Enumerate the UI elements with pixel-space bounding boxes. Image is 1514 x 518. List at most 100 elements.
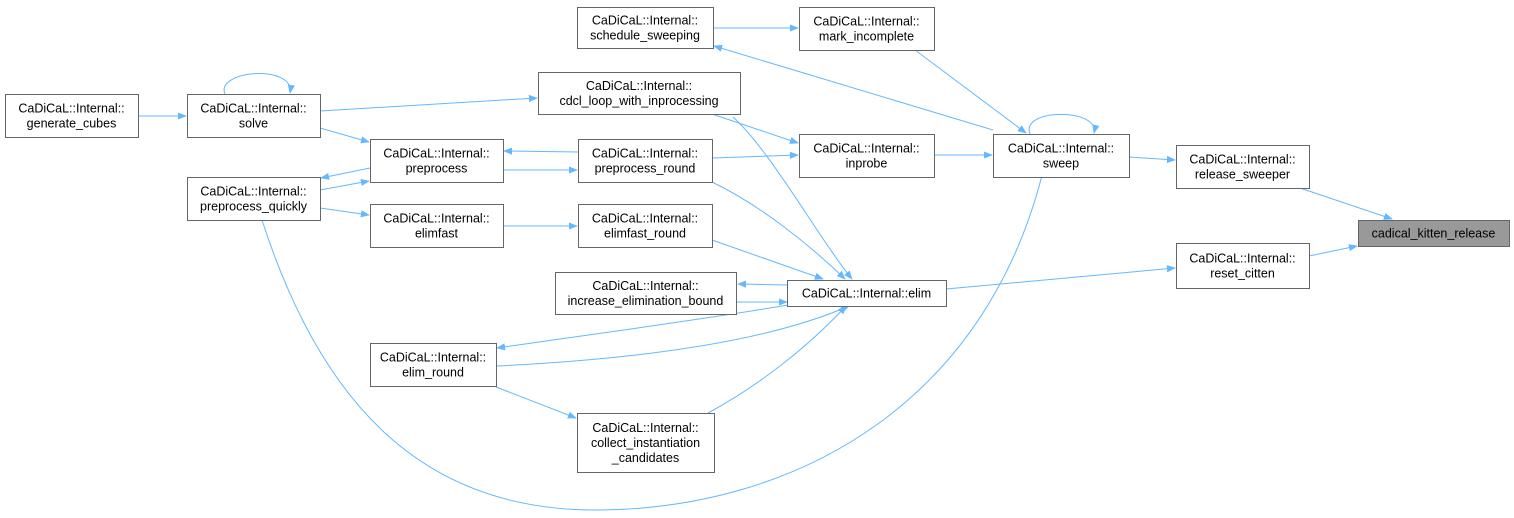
node-label: generate_cubes bbox=[27, 117, 117, 131]
node-label: preprocess_quickly bbox=[200, 200, 308, 214]
edge bbox=[1299, 187, 1393, 220]
node-box bbox=[993, 134, 1130, 178]
node-box bbox=[799, 7, 935, 51]
node-cadical-kitten-release[interactable]: cadical_kitten_release bbox=[1358, 220, 1510, 247]
node-label: cadical_kitten_release bbox=[1372, 227, 1496, 241]
edge bbox=[319, 207, 370, 218]
node-label: elimfast bbox=[415, 227, 459, 241]
edge bbox=[1308, 244, 1358, 257]
node-reset-citten[interactable]: CaDiCaL::Internal::reset_citten bbox=[1176, 243, 1310, 289]
edge bbox=[914, 49, 1027, 134]
node-label: CaDiCaL::Internal:: bbox=[200, 185, 306, 199]
edge bbox=[945, 265, 1176, 290]
node-box bbox=[1358, 220, 1510, 247]
node-box bbox=[578, 204, 713, 248]
node-label: elimfast_round bbox=[604, 227, 686, 241]
node-label: collect_instantiation bbox=[591, 436, 700, 450]
node-elim[interactable]: CaDiCaL::Internal::elim bbox=[787, 280, 947, 307]
node-box bbox=[577, 413, 715, 473]
node-box bbox=[1176, 243, 1310, 289]
node-label: reset_citten bbox=[1210, 267, 1275, 281]
node-release-sweeper[interactable]: CaDiCaL::Internal::release_sweeper bbox=[1176, 145, 1310, 189]
edge bbox=[319, 127, 370, 144]
node-label: preprocess_round bbox=[595, 162, 696, 176]
node-label: CaDiCaL::Internal:: bbox=[200, 102, 306, 116]
node-cdcl-loop[interactable]: CaDiCaL::Internal::cdcl_loop_with_inproc… bbox=[538, 72, 741, 115]
node-label: CaDiCaL::Internal::elim bbox=[802, 287, 931, 301]
node-box bbox=[577, 7, 714, 49]
edge bbox=[503, 147, 579, 155]
edge bbox=[496, 304, 789, 351]
node-label: release_sweeper bbox=[1195, 168, 1290, 182]
node-label: CaDiCaL::Internal:: bbox=[592, 421, 698, 435]
node-label: CaDiCaL::Internal:: bbox=[383, 212, 489, 226]
edge bbox=[711, 181, 846, 280]
node-label: CaDiCaL::Internal:: bbox=[592, 147, 698, 161]
edge bbox=[1028, 113, 1100, 135]
node-label: CaDiCaL::Internal:: bbox=[1189, 153, 1295, 167]
edge bbox=[223, 73, 295, 95]
edge bbox=[495, 305, 850, 367]
edge bbox=[732, 116, 853, 280]
node-sweep[interactable]: CaDiCaL::Internal::sweep bbox=[993, 134, 1130, 178]
node-preprocess-quickly[interactable]: CaDiCaL::Internal::preprocess_quickly bbox=[187, 177, 321, 221]
node-box bbox=[5, 94, 139, 138]
edge bbox=[737, 280, 789, 288]
edge bbox=[495, 386, 577, 419]
node-label: CaDiCaL::Internal:: bbox=[380, 351, 486, 365]
edge bbox=[1128, 155, 1176, 164]
node-label: CaDiCaL::Internal:: bbox=[1008, 142, 1114, 156]
node-preprocess[interactable]: CaDiCaL::Internal::preprocess bbox=[370, 139, 504, 183]
node-label: CaDiCaL::Internal:: bbox=[586, 79, 692, 93]
node-label: increase_elimination_bound bbox=[568, 294, 724, 308]
node-box bbox=[370, 204, 504, 248]
node-elimfast[interactable]: CaDiCaL::Internal::elimfast bbox=[370, 204, 504, 248]
node-label: mark_incomplete bbox=[819, 30, 914, 44]
node-collect-instantiation-candidates[interactable]: CaDiCaL::Internal::collect_instantiation… bbox=[577, 413, 715, 473]
edge bbox=[707, 305, 847, 414]
node-label: CaDiCaL::Internal:: bbox=[813, 15, 919, 29]
node-label: CaDiCaL::Internal:: bbox=[813, 142, 919, 156]
node-inprobe[interactable]: CaDiCaL::Internal::inprobe bbox=[799, 134, 935, 178]
edge bbox=[711, 151, 799, 159]
node-generate-cubes[interactable]: CaDiCaL::Internal::generate_cubes bbox=[5, 94, 139, 138]
edge bbox=[319, 94, 538, 112]
node-label: sweep bbox=[1043, 157, 1079, 171]
nodes: CaDiCaL::Internal::generate_cubesCaDiCaL… bbox=[5, 7, 1510, 473]
node-increase-elimination-bound[interactable]: CaDiCaL::Internal::increase_elimination_… bbox=[555, 272, 737, 315]
node-label: CaDiCaL::Internal:: bbox=[383, 147, 489, 161]
node-elimfast-round[interactable]: CaDiCaL::Internal::elimfast_round bbox=[578, 204, 713, 248]
edge bbox=[711, 239, 824, 280]
edge bbox=[711, 113, 799, 144]
node-label: CaDiCaL::Internal:: bbox=[18, 102, 124, 116]
node-box bbox=[799, 134, 935, 178]
node-label: _candidates bbox=[611, 451, 679, 465]
node-box bbox=[538, 72, 741, 115]
node-label: inprobe bbox=[846, 157, 888, 171]
node-label: CaDiCaL::Internal:: bbox=[1189, 252, 1295, 266]
edge bbox=[319, 178, 370, 191]
node-label: CaDiCaL::Internal:: bbox=[592, 14, 698, 28]
edge bbox=[713, 44, 994, 131]
node-box bbox=[578, 139, 713, 183]
node-label: cdcl_loop_with_inprocessing bbox=[559, 94, 718, 108]
node-solve[interactable]: CaDiCaL::Internal::solve bbox=[187, 94, 321, 138]
node-mark-incomplete[interactable]: CaDiCaL::Internal::mark_incomplete bbox=[799, 7, 935, 51]
node-schedule-sweeping[interactable]: CaDiCaL::Internal::schedule_sweeping bbox=[577, 7, 714, 49]
node-box bbox=[1176, 145, 1310, 189]
node-label: schedule_sweeping bbox=[590, 29, 700, 43]
edges bbox=[138, 24, 1393, 511]
node-box bbox=[187, 94, 321, 138]
node-elim-round[interactable]: CaDiCaL::Internal::elim_round bbox=[370, 343, 497, 387]
node-preprocess-round[interactable]: CaDiCaL::Internal::preprocess_round bbox=[578, 139, 713, 183]
node-box bbox=[555, 272, 737, 315]
node-box bbox=[370, 343, 497, 387]
node-label: CaDiCaL::Internal:: bbox=[592, 212, 698, 226]
edge bbox=[320, 167, 371, 180]
node-label: elim_round bbox=[402, 366, 464, 380]
node-label: CaDiCaL::Internal:: bbox=[592, 279, 698, 293]
node-box bbox=[187, 177, 321, 221]
node-label: preprocess bbox=[406, 162, 468, 176]
node-label: solve bbox=[239, 117, 268, 131]
